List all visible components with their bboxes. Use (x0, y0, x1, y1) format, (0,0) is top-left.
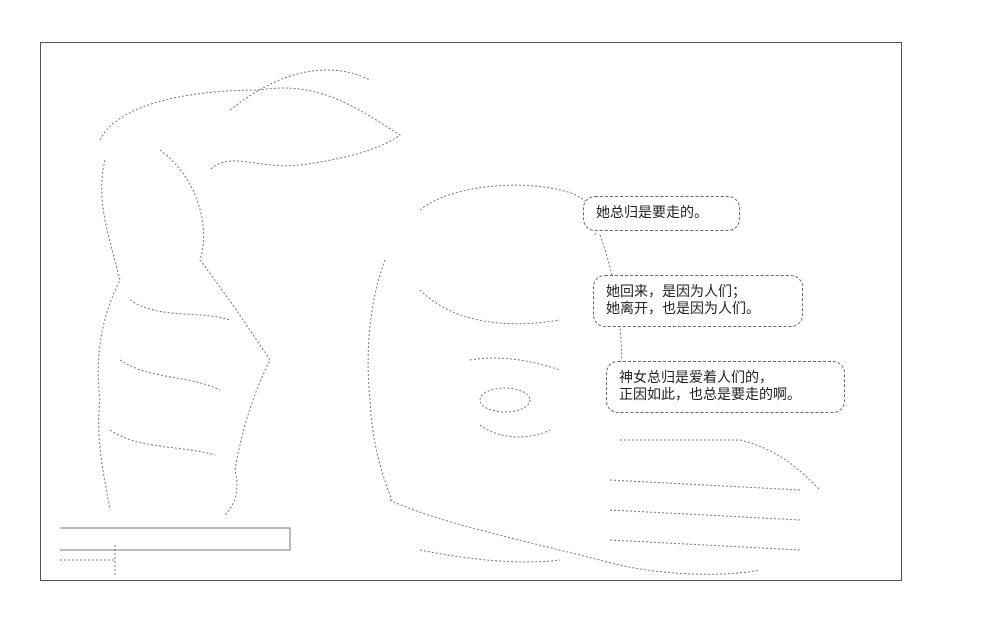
winged-statue-figure (60, 69, 401, 575)
speech-bubble-3: 神女总归是爱着人们的， 正因如此，也总是要走的啊。 (606, 361, 845, 413)
speech-bubble-2: 她回来，是因为人们； 她离开，也是因为人们。 (593, 275, 803, 327)
speech-bubble-1: 她总归是要走的。 (583, 196, 740, 231)
